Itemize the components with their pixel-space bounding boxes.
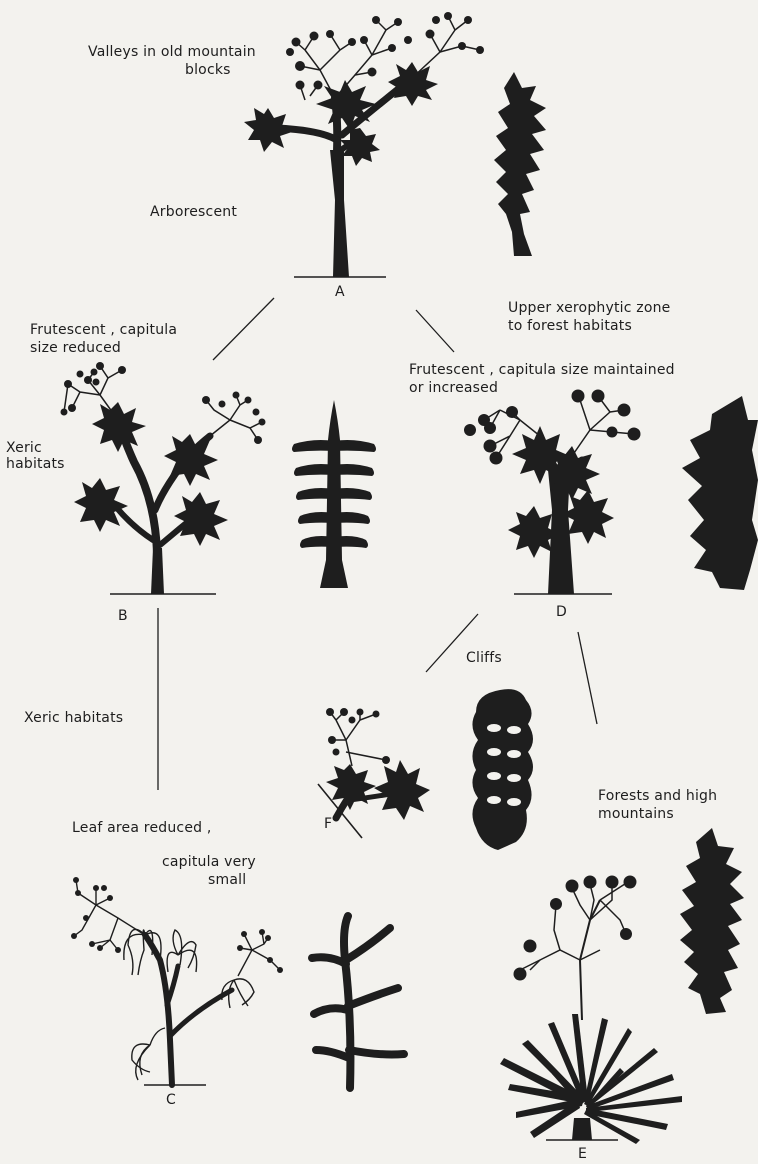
label-frutescent-maintained-line2: or increased (409, 380, 498, 396)
label-upper-zone-line2: to forest habitats (508, 318, 632, 334)
label-frutescent-reduced-line2: size reduced (30, 340, 121, 356)
plant-c (71, 877, 283, 1085)
label-upper-zone-line1: Upper xerophytic zone (508, 300, 671, 316)
label-capitula-line2: small (208, 872, 246, 888)
leaf-b-lobe (294, 464, 334, 476)
label-arborescent: Arborescent (150, 204, 237, 220)
leaf-b-lobe (334, 512, 370, 524)
label-frutescent-maintained-line1: Frutescent , capitula size maintained (409, 362, 675, 378)
letter-f: F (324, 816, 332, 832)
label-capitula-line1: capitula very (162, 854, 256, 870)
label-frutescent-reduced-line1: Frutescent , capitula (30, 322, 177, 338)
plant-e (500, 876, 682, 1145)
letter-a: A (335, 284, 345, 300)
plant-a (244, 12, 484, 277)
leaf-b-lobe (334, 464, 374, 476)
label-forests-line2: mountains (598, 806, 674, 822)
letter-c: C (166, 1092, 176, 1108)
plant-f (318, 708, 430, 838)
label-xeric-b-line2: habitats (6, 456, 65, 472)
leaf-b-lobe (298, 512, 334, 524)
leaf-e (680, 828, 744, 1014)
label-xeric-c: Xeric habitats (24, 710, 123, 726)
leaf-b-lobe (296, 488, 334, 500)
leaf-f (472, 689, 533, 850)
leaf-b-lobe (300, 536, 334, 548)
leaf-a (494, 72, 546, 256)
label-valleys-line1: Valleys in old mountain (88, 44, 256, 60)
label-leaf-reduced: Leaf area reduced , (72, 820, 212, 836)
leaf-c (312, 916, 404, 1088)
leaf-b-lobe (292, 440, 334, 452)
leaf-b (292, 400, 376, 588)
letter-e: E (578, 1146, 587, 1162)
letter-b: B (118, 608, 128, 624)
leaf-b-lobe (334, 488, 372, 500)
letter-d: D (556, 604, 567, 620)
label-forests-line1: Forests and high (598, 788, 717, 804)
label-cliffs: Cliffs (466, 650, 502, 666)
label-xeric-b-line1: Xeric (6, 440, 42, 456)
plant-d (464, 390, 641, 595)
plant-b (61, 362, 266, 594)
leaf-d (682, 396, 758, 590)
leaf-b-lobe (334, 536, 368, 548)
label-valleys-line2: blocks (185, 62, 231, 78)
leaf-b-lobe (334, 440, 376, 452)
